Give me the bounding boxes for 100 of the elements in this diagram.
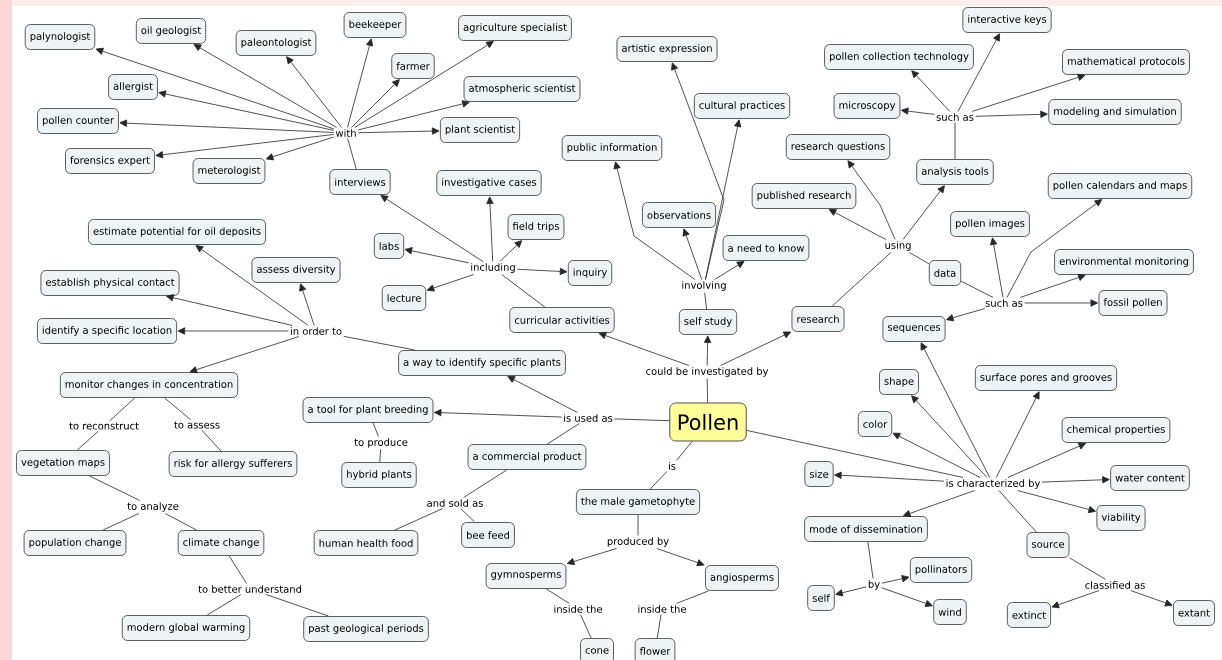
concept-box: establish physical contact [40,270,180,296]
arrow [1006,199,1103,298]
concept-box: pollinators [909,557,973,583]
linking-phrase: is [668,462,676,470]
concept-box: vegetation maps [16,450,110,476]
concept-box: microscopy [833,93,901,119]
concept-box: cone [580,638,614,660]
linking-phrase: to assess [174,421,220,429]
arrow [671,62,725,280]
concept-box: source [1026,532,1070,558]
concept-box: inquiry [567,260,613,286]
arrow [903,490,975,517]
concept-box: allergist [108,74,158,100]
concept-box: sequences [882,316,946,342]
arrow [704,335,712,366]
concept-box: color [857,411,893,437]
arrow [265,136,335,161]
arrow [486,196,494,262]
arrow [1024,299,1098,307]
arrow [119,119,335,133]
arrow [613,161,696,280]
concept-box: fossil pollen [1098,290,1168,316]
linking-phrase: such as [936,113,974,121]
concept-box: plant scientist [439,117,521,143]
main-concept-box: Pollen [669,402,747,442]
arrow [911,395,988,478]
concept-box: climate change [177,530,265,556]
concept-box: gymnosperms [485,563,567,589]
arrow [351,79,400,128]
concept-box: lecture [381,285,427,311]
concept-box: extinct [1006,602,1052,628]
connector-line [960,280,994,298]
arrow [566,548,617,566]
linking-phrase: classified as [1085,581,1145,589]
arrow [354,41,494,128]
arrow [193,44,337,128]
arrow [1130,590,1173,607]
linking-phrase: produced by [607,537,669,547]
linking-phrase: could be investigated by [646,367,769,377]
arrow [1051,590,1100,609]
concept-box: beekeeper [343,12,407,38]
concept-box: self [807,585,835,611]
linking-phrase: including [471,263,515,273]
concept-box: assess diversity [251,257,341,283]
concept-box: mode of dissemination [804,516,928,542]
arrow [971,73,1086,112]
connector-line [954,122,956,160]
arrow [286,56,343,128]
linking-phrase: involving [682,281,726,291]
linking-phrase: by [868,580,880,590]
concept-box: chemical properties [1061,417,1171,443]
connector-line [867,541,874,579]
concept-box: farmer [391,53,435,79]
connector-line [379,449,381,463]
connector-line [675,590,709,604]
arrow [714,261,745,280]
connector-line [372,422,379,437]
concept-box: forensics expert [65,148,155,174]
arrow [705,119,742,280]
arrow [357,100,470,131]
concept-box: human health food [313,530,419,556]
arrow [426,274,475,292]
connector-line [614,418,670,422]
arrow [433,409,562,418]
connector-line [164,397,192,421]
connector-line [109,397,136,422]
concept-box: cultural practices [693,93,791,119]
arrow [158,90,335,131]
concept-box: palynologist [24,24,96,50]
linking-phrase: in order to [290,327,342,335]
connector-line [343,335,416,351]
concept-box: identify a specific location [36,318,178,344]
concept-box: curricular activities [509,307,615,333]
arrow [911,70,951,112]
arrow [656,548,705,567]
connector-line [676,441,693,461]
linking-phrase: to better understand [198,585,301,593]
arrow [95,47,335,130]
concept-box: public information [561,135,663,161]
linking-phrase: such as [985,299,1023,307]
arrow [1007,442,1087,478]
concept-box: risk for allergy sufferers [168,451,298,477]
concept-box: investigative cases [436,170,542,196]
concept-box: modern global warming [121,615,251,641]
arrow [920,342,991,478]
connector-line [76,430,99,451]
concept-box: interviews [329,169,391,195]
linking-phrase: and sold as [427,499,483,507]
concept-box: labs [373,233,405,259]
connector-line [637,514,639,536]
connector-line [706,378,708,403]
arrow [1017,490,1096,514]
concept-box: angiosperms [705,565,779,591]
concept-box: pollen counter [37,108,119,134]
arrow [946,308,986,322]
concept-box: surface pores and grooves [974,365,1118,391]
concept-box: monitor changes in concentration [59,372,239,398]
concept-box: viability [1096,505,1146,531]
arrow [900,107,935,115]
connector-line [546,588,570,604]
